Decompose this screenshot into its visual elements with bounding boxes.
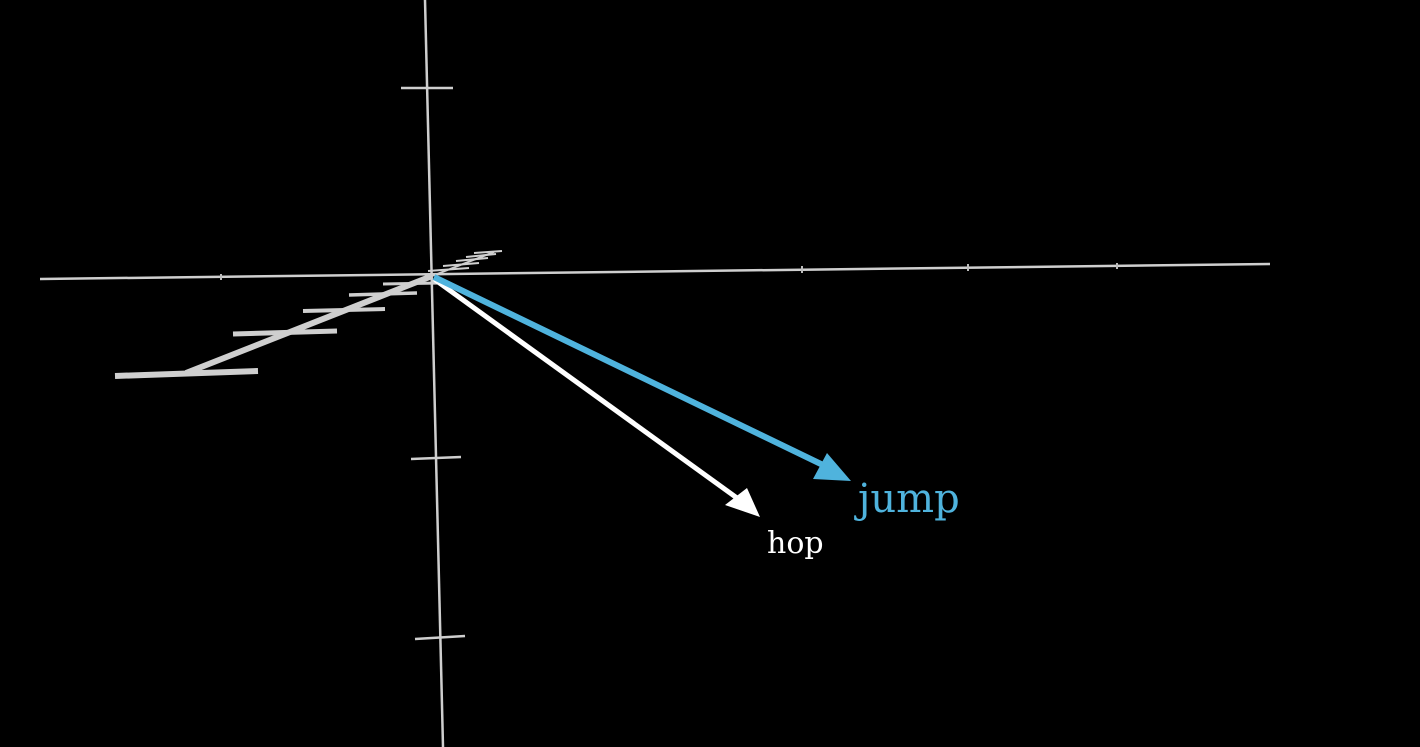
y-axis-tick (348, 291, 418, 297)
jump-label: jump (854, 476, 960, 522)
y-axis-tick (442, 262, 480, 267)
z-axis-ticks (401, 86, 466, 641)
y-axis-tick (382, 281, 441, 286)
y-axis-tick (114, 368, 259, 379)
hop-vector (432, 276, 760, 517)
jump-vector-shaft (432, 274, 825, 468)
x-axis-ticks (220, 263, 1118, 280)
y-axis-tick (302, 307, 386, 313)
hop-vector-arrowhead (725, 488, 760, 517)
y-axis-tick (232, 328, 338, 337)
z-axis-tick (410, 455, 462, 461)
y-axis-tick (455, 257, 489, 262)
x-axis (39, 262, 1271, 281)
hop-vector-shaft (432, 276, 739, 501)
y-axis-tick (473, 250, 503, 254)
z-axis-tick (414, 634, 466, 641)
hop-label: hop (767, 526, 824, 561)
y-axis-tick (427, 267, 470, 272)
y-axis-tick (465, 253, 497, 258)
y-axis-ticks (114, 250, 503, 379)
jump-vector (432, 274, 851, 481)
jump-vector-arrowhead (813, 453, 851, 481)
z-axis (423, 0, 445, 747)
